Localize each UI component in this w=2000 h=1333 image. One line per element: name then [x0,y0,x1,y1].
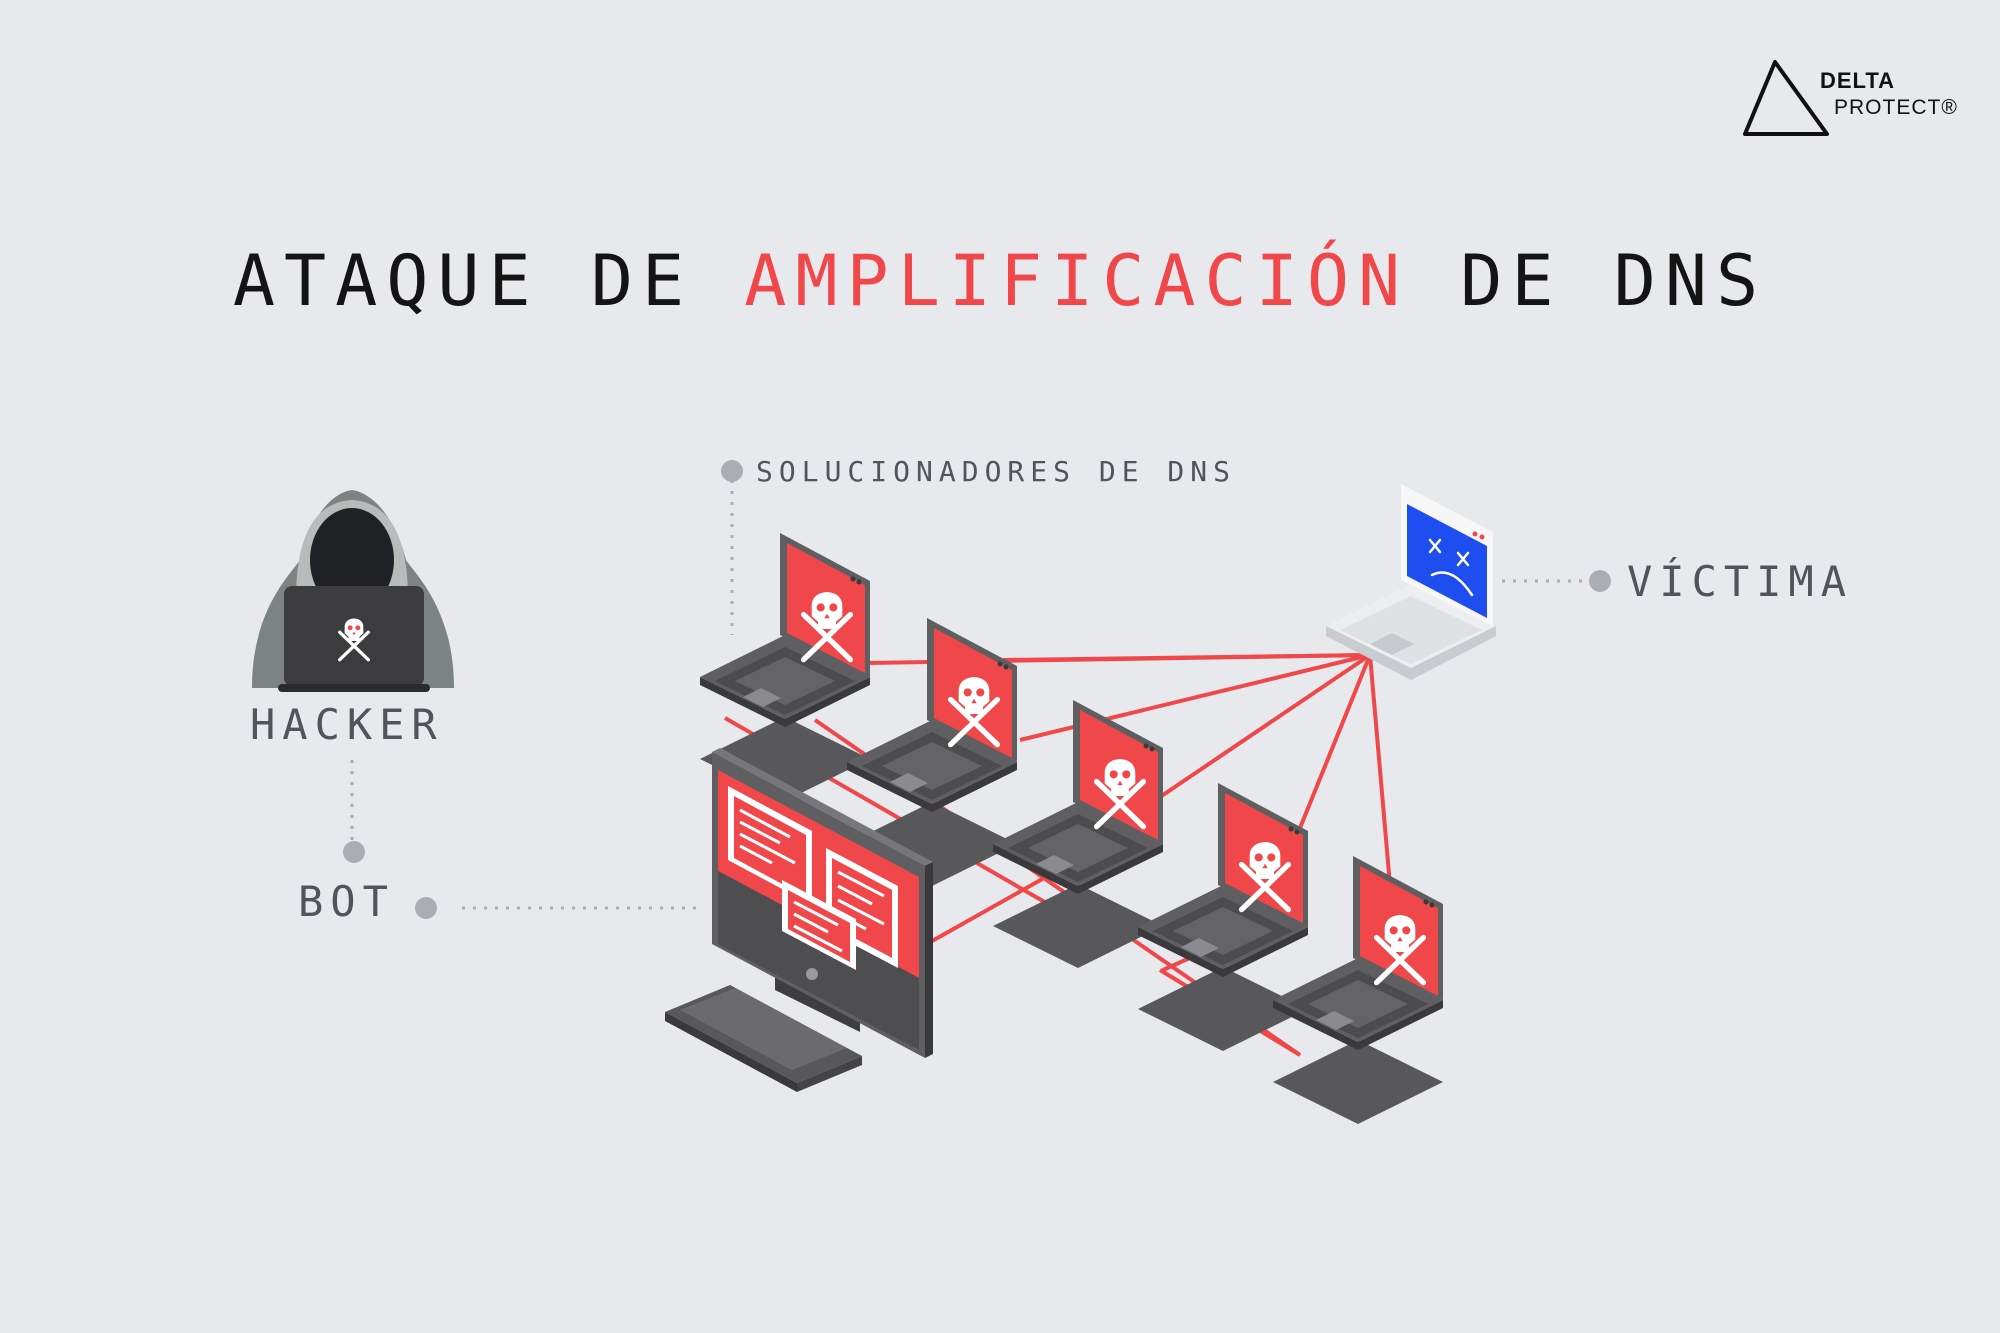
leader-lines [350,480,1582,910]
dns-resolver-laptop-3 [993,700,1163,968]
victim-laptop-icon [1326,484,1496,680]
logo-line-2: PROTECT® [1834,96,1958,119]
hacker-icon [252,490,454,692]
resolvers-dot [721,460,743,482]
logo-line-1: DELTA [1820,68,1896,93]
resolvers-label: SOLUCIONADORES DE DNS [756,455,1237,488]
bot-dot [415,897,437,919]
bot-label: BOT [298,877,395,926]
title-prefix: ATAQUE DE [232,240,745,322]
page-title: ATAQUE DE AMPLIFICACIÓN DE DNS [0,240,2000,322]
bot-desktop-icon [665,748,933,1092]
leader-dots [343,460,1611,919]
hacker-label: HACKER [250,700,444,749]
title-highlight: AMPLIFICACIÓN [744,240,1410,322]
victim-dot [1589,570,1611,592]
title-suffix: DE DNS [1409,240,1768,322]
hacker-bot-dot [343,841,365,863]
victim-label: VÍCTIMA [1627,557,1854,606]
logo-triangle-icon [1743,60,1829,136]
